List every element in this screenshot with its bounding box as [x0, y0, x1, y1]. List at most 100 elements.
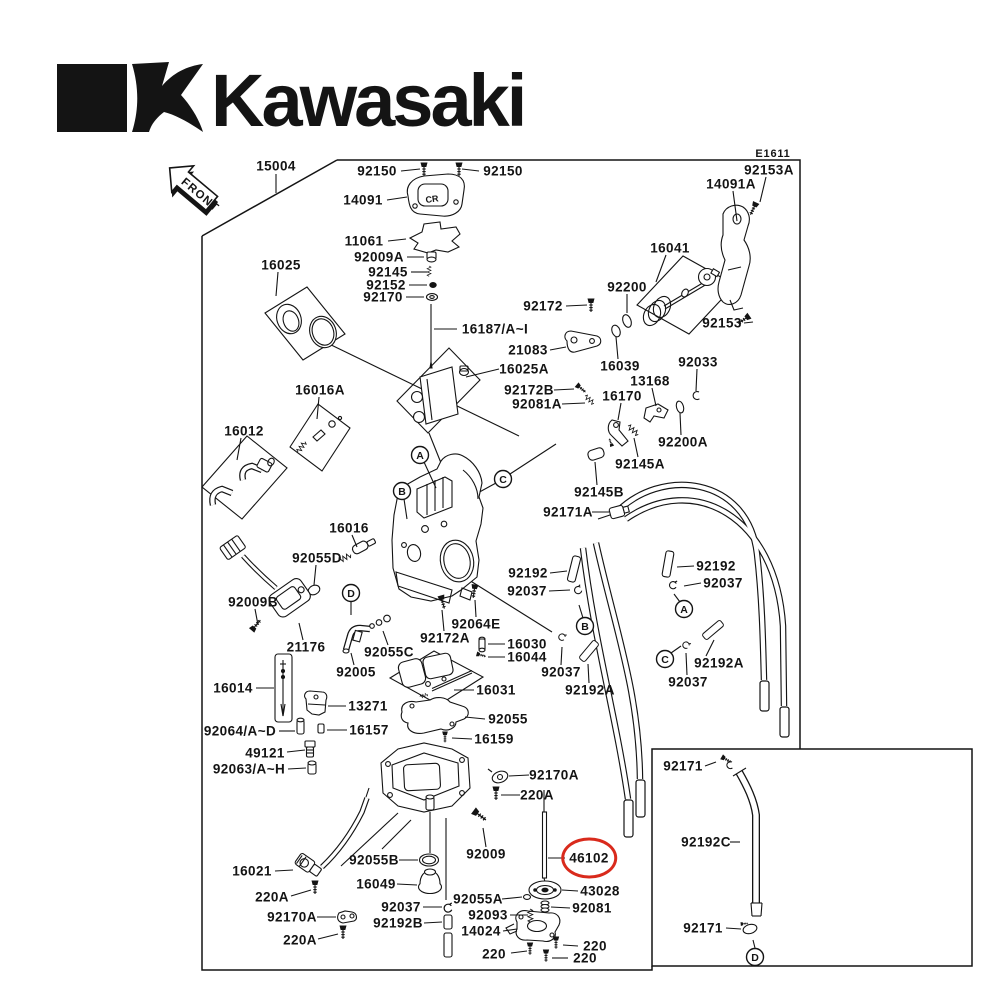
leader-line [386, 196, 408, 201]
leader-line [441, 609, 445, 632]
part-throttle-valve [396, 347, 481, 434]
leader-line [298, 622, 304, 641]
part-pump-diaphragm [528, 880, 562, 900]
leader-line [350, 652, 355, 666]
leader-line [562, 944, 579, 947]
logo-mark-square [57, 64, 127, 132]
part-top-cover [406, 173, 465, 217]
part-fuel-fitting [342, 624, 371, 654]
kawasaki-logo: Kawasaki [57, 59, 527, 142]
leader-line [236, 437, 242, 461]
ref-circle-leader [578, 604, 584, 619]
leader-line [508, 774, 530, 777]
leader-line [633, 437, 639, 458]
leader-line [474, 599, 477, 618]
part-drawings: CR [201, 162, 763, 963]
part-hose-clamp [740, 921, 758, 935]
leader-line [290, 889, 312, 897]
part-small-stack [425, 251, 439, 369]
part-circlip [692, 390, 700, 401]
leader-line [565, 304, 588, 307]
ref-circle-leader [752, 939, 756, 949]
part-pump-spring [540, 900, 550, 913]
leader-line [316, 396, 320, 420]
leader-line [548, 589, 571, 592]
part-cable-bracket [337, 910, 357, 924]
leader-line [743, 321, 754, 324]
ref-circle-C: C [655, 649, 675, 669]
leader-line [705, 639, 715, 657]
svg-text:D: D [347, 588, 355, 600]
leader-line [382, 630, 389, 646]
leader-line [549, 570, 568, 574]
leader-line [387, 238, 407, 242]
leader-line [615, 336, 619, 360]
part-needle-holder [304, 690, 328, 716]
svg-text:A: A [680, 604, 688, 616]
part-pump-assembly [388, 650, 485, 706]
part-choke-lever [607, 419, 629, 447]
part-jet-needle-kit [274, 653, 293, 723]
inset-box [651, 748, 973, 967]
leader-line [274, 869, 294, 872]
leader-line [617, 402, 622, 421]
leader-line [704, 761, 717, 767]
leader-line [561, 402, 586, 405]
leader-line [725, 927, 742, 930]
leader-line [396, 883, 418, 886]
leader-line [732, 190, 738, 222]
leader-line [594, 461, 598, 486]
leader-line [287, 767, 307, 770]
svg-text:C: C [661, 654, 669, 666]
leader-line [286, 749, 306, 753]
ref-circle-A: A [674, 599, 694, 619]
part-bowl-gasket [400, 697, 469, 734]
sheet-code: E1611 [755, 148, 791, 160]
leader-line [550, 906, 571, 909]
part-latch [643, 403, 669, 423]
ref-circle-leader [423, 461, 437, 489]
part-throttle-cable [294, 787, 370, 877]
logo-text: Kawasaki [211, 59, 524, 142]
svg-text:A: A [416, 450, 424, 462]
ref-circle-leader [670, 645, 682, 654]
ref-circle-C: C [493, 469, 513, 489]
ref-circle-D: D [745, 947, 765, 967]
leader-line [501, 896, 523, 900]
cover-embossing: CR [425, 193, 440, 205]
part-lever [564, 330, 602, 353]
leader-line [553, 388, 575, 391]
part-plunger-cap [417, 868, 443, 895]
part-needle-jet-kit [289, 403, 351, 472]
leader-line [317, 933, 339, 940]
leader-line [560, 646, 563, 666]
diagram-border [201, 159, 973, 971]
ref-circle-A: A [410, 445, 430, 465]
leader-line [685, 652, 688, 676]
leader-line [451, 737, 473, 740]
ref-circle-leader [403, 498, 408, 520]
construction-lines [322, 340, 614, 900]
leader-line [254, 608, 259, 626]
leader-line [655, 254, 667, 283]
part-jets [296, 717, 325, 775]
logo-river-mark-icon [132, 62, 203, 132]
ref-circle-leader [673, 593, 681, 603]
leader-line [549, 346, 567, 351]
leader-line [482, 827, 487, 848]
part-cover-gasket [408, 221, 461, 254]
svg-text:C: C [499, 474, 507, 486]
svg-text:D: D [751, 952, 759, 964]
part-bracket [717, 204, 751, 311]
leader-line [651, 387, 657, 407]
part-hose-joint [608, 504, 630, 520]
leader-line [502, 928, 518, 932]
leader-line [464, 716, 486, 720]
leader-line [461, 168, 480, 172]
leader-line [400, 168, 421, 172]
leader-line [759, 176, 767, 203]
leader-line [683, 582, 702, 587]
leader-line [510, 950, 528, 954]
part-diaphragm-set [264, 286, 346, 361]
